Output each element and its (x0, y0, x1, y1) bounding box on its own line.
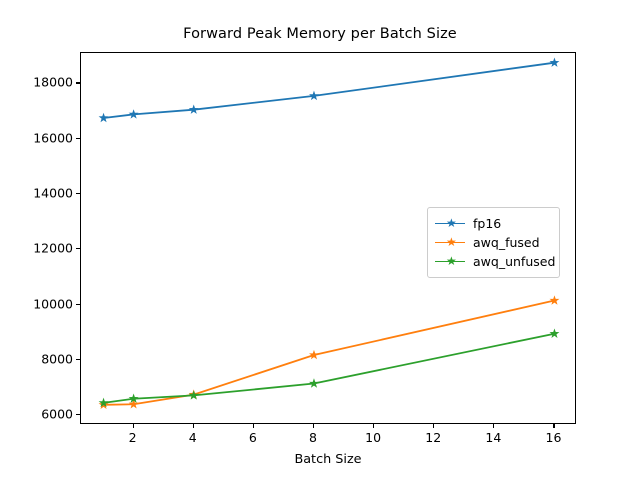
y-tick-label: 10000 (33, 296, 73, 312)
legend-swatch-icon-0: ★ (435, 217, 465, 231)
x-tick-mark (312, 424, 315, 428)
series-line-fp16 (103, 61, 555, 119)
x-tick-label: 10 (365, 430, 382, 445)
x-tick-mark (252, 424, 254, 428)
x-tick-label: 16 (545, 430, 562, 445)
data-point-marker (128, 393, 139, 403)
legend-item-2[interactable]: ★ awq_unfused (435, 252, 555, 271)
data-point-marker (98, 397, 109, 408)
series-line-awq_unfused (103, 332, 555, 404)
y-tick-mark (76, 248, 80, 250)
legend: ★ fp16 ★ awq_fused ★ awq_unfused (427, 207, 560, 278)
y-tick-label: 8000 (41, 351, 73, 367)
legend-label-2: awq_unfused (473, 254, 556, 269)
series-plot (98, 57, 560, 410)
data-point-marker (128, 399, 139, 409)
x-tick-mark (553, 424, 555, 428)
y-tick-mark (76, 193, 80, 195)
y-tick-mark (76, 414, 80, 416)
series-line-awq_fused (103, 299, 555, 406)
legend-item-1[interactable]: ★ awq_fused (435, 233, 551, 252)
legend-label-1: awq_fused (473, 235, 540, 250)
x-tick-label: 8 (308, 430, 317, 445)
y-tick-mark (76, 303, 80, 305)
legend-line-icon-1 (435, 241, 465, 244)
data-point-marker (98, 112, 109, 123)
x-tick-label: 6 (248, 430, 257, 445)
y-tick-label: 18000 (33, 74, 73, 90)
data-point-marker (309, 90, 319, 101)
data-point-marker (309, 378, 319, 388)
y-tick-label: 6000 (41, 406, 73, 422)
series-awq_fused (98, 295, 560, 410)
x-tick-label: 2 (128, 430, 137, 445)
legend-swatch-icon-2: ★ (435, 255, 465, 269)
data-point-marker (188, 390, 199, 400)
data-point-marker (128, 109, 139, 119)
legend-label-0: fp16 (473, 216, 502, 231)
data-point-marker (549, 57, 560, 67)
series-awq_unfused (98, 328, 560, 408)
legend-swatch-icon-1: ★ (435, 236, 465, 250)
x-axis-label: Batch Size (294, 452, 362, 467)
x-tick-mark (192, 424, 194, 428)
data-point-marker (549, 295, 560, 305)
x-tick-label: 12 (425, 430, 442, 445)
legend-line-icon-0 (435, 222, 465, 225)
x-tick-label: 14 (485, 430, 502, 445)
x-tick-mark (493, 424, 495, 428)
chart-title: Forward Peak Memory per Batch Size (183, 26, 457, 42)
y-tick-label: 14000 (33, 185, 73, 201)
y-tick-label: 16000 (33, 130, 73, 146)
x-tick-mark (132, 424, 134, 428)
x-tick-label: 4 (188, 430, 197, 445)
y-tick-mark (76, 82, 80, 84)
star-marker-icon-2: ★ (446, 254, 457, 268)
y-tick-mark (76, 359, 80, 361)
star-marker-icon-1: ★ (446, 235, 457, 249)
data-point-marker (309, 349, 319, 360)
data-point-marker (549, 328, 560, 338)
legend-line-icon-2 (435, 260, 465, 263)
series-fp16 (98, 57, 560, 123)
legend-item-0[interactable]: ★ fp16 (435, 214, 551, 233)
x-tick-mark (373, 424, 375, 428)
y-tick-mark (76, 137, 80, 139)
x-tick-mark (433, 424, 435, 428)
star-marker-icon-0: ★ (446, 216, 457, 230)
y-tick-label: 12000 (33, 240, 73, 256)
data-point-marker (188, 104, 199, 114)
